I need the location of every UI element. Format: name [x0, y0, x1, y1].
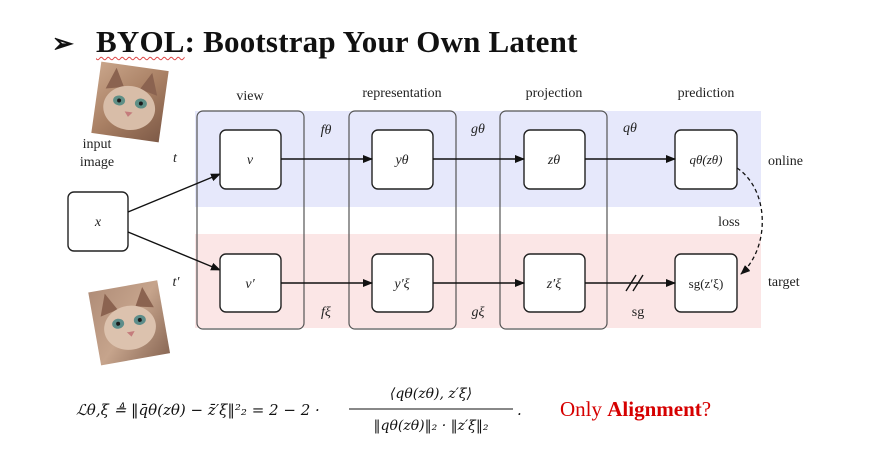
target-node-y-prime-label: y′ξ: [392, 277, 409, 292]
target-node-z-prime-label: z′ξ: [546, 277, 562, 292]
note-emphasis: Alignment: [607, 397, 702, 421]
loss-formula: ℒθ,ξ ≜ ‖q̄θ(zθ) − z̄′ξ‖²₂ = 2 − 2 · ⟨qθ(…: [76, 378, 546, 438]
input-label-line2: image: [80, 155, 114, 170]
input-node-box: [67, 191, 129, 252]
loss-dashed-arrow: [736, 167, 763, 275]
augmentation-t-label: t: [173, 151, 178, 166]
only-alignment-note: Only Alignment?: [560, 397, 711, 422]
arrow-x-to-v: [127, 173, 221, 213]
online-node-prediction-label: qθ(zθ): [690, 152, 723, 167]
formula-denominator: ‖qθ(zθ)‖₂ · ‖z′ξ‖₂: [374, 418, 489, 434]
projection-stage-box: [499, 110, 608, 330]
cat-image-top: [91, 61, 169, 143]
online-node-y-label: yθ: [393, 153, 408, 168]
formula-lhs: ℒθ,ξ ≜ ‖q̄θ(zθ) − z̄′ξ‖²₂ = 2 − 2 ·: [76, 401, 320, 419]
stage-header-projection: projection: [526, 86, 583, 101]
online-function-q: qθ: [623, 121, 637, 136]
online-node-v-label: v: [247, 153, 254, 168]
stage-header-view: view: [236, 89, 264, 104]
representation-stage-box: [348, 110, 457, 330]
online-function-f: fθ: [321, 123, 332, 138]
formula-end: .: [517, 401, 522, 419]
slide-title: ➢ BYOL: Bootstrap Your Own Latent: [52, 24, 578, 60]
online-row-label: online: [768, 154, 803, 169]
loss-label: loss: [718, 215, 740, 230]
target-row-label: target: [768, 275, 800, 290]
target-node-stop-gradient-label: sg(z′ξ): [689, 276, 724, 291]
target-function-f: fξ: [321, 305, 331, 320]
augmentation-t-prime-label: t′: [173, 275, 181, 290]
note-suffix: ?: [701, 397, 712, 421]
note-prefix: Only: [560, 397, 608, 421]
input-label-line1: input: [83, 137, 112, 152]
title-abbreviation: BYOL: [96, 24, 185, 59]
cat-image-bottom: [88, 280, 171, 366]
target-node-v-prime-label: v′: [245, 277, 255, 292]
online-function-g: gθ: [471, 122, 485, 137]
target-function-g: gξ: [472, 305, 485, 320]
stage-header-representation: representation: [362, 86, 441, 101]
view-stage-box: [196, 110, 305, 330]
target-function-sg: sg: [632, 305, 644, 320]
online-node-z-label: zθ: [547, 153, 560, 168]
arrow-bullet-icon: ➢: [52, 29, 74, 58]
stage-header-prediction: prediction: [678, 86, 735, 101]
title-rest: : Bootstrap Your Own Latent: [184, 24, 578, 59]
stop-gradient-slashes: [625, 274, 644, 292]
formula-numerator: ⟨qθ(zθ), z′ξ⟩: [390, 386, 472, 402]
input-node-label: x: [94, 215, 102, 230]
arrow-x-to-v-prime: [127, 231, 221, 271]
